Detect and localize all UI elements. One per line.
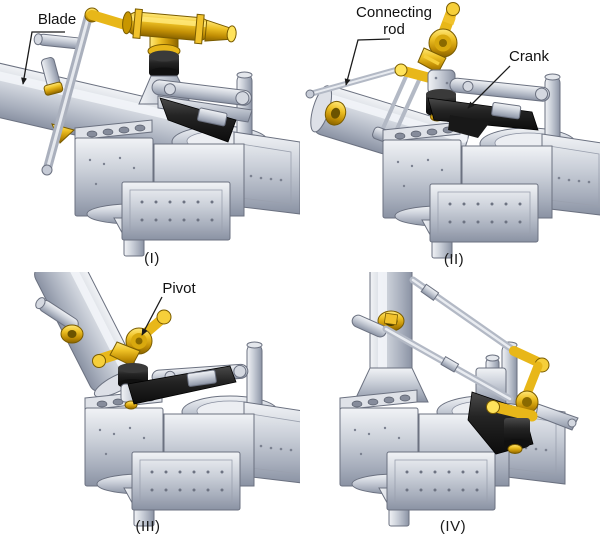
cad-view-1 <box>0 7 300 257</box>
panel-caption-4: (IV) <box>439 518 467 535</box>
panel-caption-2: (II) <box>443 251 465 268</box>
panel-4 <box>300 272 600 544</box>
push-rod-upper-4 <box>409 276 520 356</box>
gold-pivot-assembly-1 <box>84 7 237 58</box>
panel-3 <box>0 272 300 544</box>
gold-elbow-upper-4 <box>509 346 550 399</box>
pivot-label: Pivot <box>162 280 196 297</box>
link-arm-2 <box>449 77 551 102</box>
cad-view-2 <box>305 2 600 259</box>
cad-view-4 <box>339 272 579 527</box>
panel-1 <box>0 0 300 272</box>
blade-label: Blade <box>37 11 77 28</box>
link-arm-1 <box>151 79 252 106</box>
connecting-rod-label: Connecting rod <box>356 4 432 38</box>
blade-link-3 <box>35 297 79 331</box>
gold-pivot-assembly-2 <box>394 2 460 83</box>
crank-label: Crank <box>508 48 549 65</box>
black-drum-4 <box>504 418 530 454</box>
pitch-rod-1 <box>41 13 93 176</box>
panel-2 <box>300 0 600 272</box>
black-drum-1 <box>149 50 179 79</box>
right-arm-4 <box>535 403 579 431</box>
cad-view-3 <box>34 272 300 527</box>
crank-1 <box>159 97 237 143</box>
base-housing-2 <box>382 73 600 259</box>
gold-pivot-assembly-4 <box>486 390 539 422</box>
crank-3 <box>127 365 237 405</box>
panel-caption-1: (I) <box>144 250 160 267</box>
crank-2 <box>427 97 539 138</box>
panel-caption-3: (III) <box>135 518 161 535</box>
blade-link-1 <box>33 33 83 50</box>
push-rod-lower-4 <box>351 314 514 403</box>
